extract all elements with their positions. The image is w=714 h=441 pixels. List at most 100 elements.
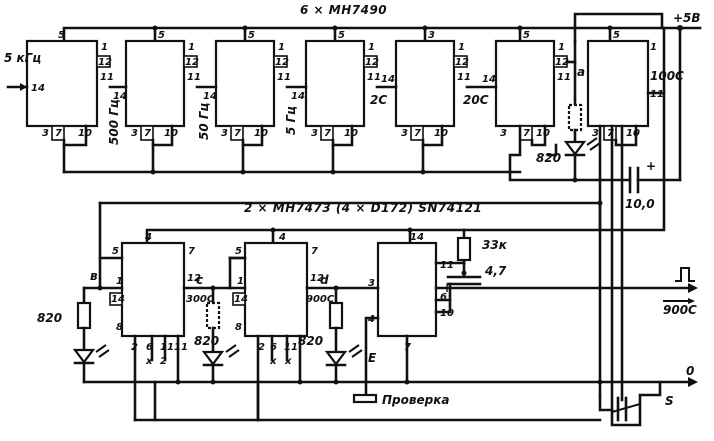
monostable-ic (376, 241, 438, 338)
svg-text:8: 8 (235, 322, 242, 333)
svg-text:3: 3 (401, 128, 408, 139)
svg-text:1: 1 (116, 276, 123, 287)
svg-text:11: 11 (457, 72, 471, 83)
svg-text:7: 7 (414, 128, 421, 139)
svg-text:11: 11 (284, 342, 298, 353)
counter-pins-bottom: 3 7 10 3 7 10 3 7 10 3 7 10 3 7 10 3 7 1… (42, 125, 640, 141)
svg-text:12: 12 (187, 273, 201, 284)
ground-label: 0 (686, 364, 694, 378)
counter-ic-7 (586, 39, 650, 128)
check-button[interactable] (352, 393, 378, 404)
svg-text:10: 10 (440, 308, 454, 319)
svg-text:7: 7 (311, 246, 318, 257)
counter-ic-4 (304, 39, 366, 128)
pin-label: 5 (338, 30, 345, 41)
svg-text:14: 14 (203, 91, 217, 102)
svg-text:12: 12 (310, 273, 324, 284)
output-arrow-icon (688, 283, 698, 293)
svg-text:12: 12 (365, 57, 379, 68)
input-arrow-icon (20, 83, 27, 91)
svg-text:12: 12 (98, 57, 112, 68)
svg-text:1: 1 (368, 42, 375, 53)
resistor-33k (456, 236, 472, 262)
svg-text:14: 14 (291, 91, 305, 102)
input-frequency-label: 5 кГц (4, 51, 41, 65)
counter-ground-links (62, 124, 638, 175)
svg-text:7: 7 (523, 128, 530, 139)
svg-text:1: 1 (278, 42, 285, 53)
freq-label-100s: 100С (650, 69, 684, 83)
svg-text:3: 3 (311, 128, 318, 139)
led-light-icon (348, 344, 363, 358)
svg-text:2: 2 (160, 356, 167, 367)
node-d-label: d (320, 273, 329, 287)
supply-rail-top (62, 26, 682, 43)
svg-text:4: 4 (278, 232, 286, 243)
supply-rail-bottom (145, 26, 666, 245)
svg-text:3: 3 (592, 128, 599, 139)
svg-text:11: 11 (557, 72, 571, 83)
ic1-pins: 4 5 7 1 12 14 8 2 6 x 11 2 11 (109, 232, 201, 367)
supply-label: +5В (673, 11, 701, 25)
check-label: Проверка (382, 393, 449, 407)
ic-bottom-pin-wires (133, 334, 603, 422)
node-b-label: в (90, 269, 98, 283)
switch-s[interactable] (598, 380, 662, 427)
svg-text:14: 14 (410, 232, 424, 243)
ic2-pins: 4 5 7 1 12 14 8 2 6 x 11 x (232, 232, 324, 367)
capacitor-label: 10,0 (625, 197, 655, 211)
led-a-icon (563, 140, 587, 156)
led-light-icon (586, 137, 601, 151)
pin-label: 5 (248, 30, 255, 41)
svg-text:1: 1 (188, 42, 195, 53)
title-bottom: 2 × МН7473 (4 × D172) SN74121 (244, 201, 482, 215)
counter-pins-right: 1 12 11 1 12 11 1 12 11 1 12 11 1 12 11 … (96, 42, 664, 100)
node-e-label: E (368, 351, 377, 365)
wire-check (364, 316, 380, 397)
svg-text:14: 14 (482, 74, 496, 85)
svg-text:6: 6 (440, 292, 447, 303)
svg-text:11: 11 (440, 260, 454, 271)
svg-text:1: 1 (650, 42, 657, 53)
node-a-label: a (577, 65, 585, 79)
svg-text:x: x (145, 356, 153, 367)
svg-text:8: 8 (116, 322, 123, 333)
svg-text:11: 11 (100, 72, 114, 83)
resistor-label-33k: 33к (482, 238, 508, 252)
wire (508, 124, 577, 182)
freq-label-5hz: 5 Гц (284, 106, 298, 135)
svg-text:10: 10 (536, 128, 550, 139)
title-counters: 6 × МН7490 (300, 3, 387, 17)
svg-text:11: 11 (650, 89, 664, 100)
pin-label: 5 (523, 30, 530, 41)
svg-text:14: 14 (234, 294, 248, 305)
svg-text:7: 7 (144, 128, 151, 139)
counter-ic-3 (214, 39, 276, 128)
node-c-label: c (196, 273, 203, 287)
led-light-icon (95, 344, 110, 358)
svg-text:12: 12 (455, 57, 469, 68)
svg-text:11: 11 (187, 72, 201, 83)
svg-text:4: 4 (144, 232, 152, 243)
svg-text:12: 12 (555, 57, 569, 68)
output-900s-label: 900С (306, 294, 335, 305)
svg-text:3: 3 (368, 278, 375, 289)
svg-text:x: x (269, 356, 277, 367)
flipflop-ic-2 (243, 241, 309, 338)
resistor-label-b: 820 (37, 311, 62, 325)
svg-text:1: 1 (558, 42, 565, 53)
wire (546, 143, 558, 157)
resistor-b (76, 301, 92, 330)
svg-text:14: 14 (111, 294, 125, 305)
svg-text:10: 10 (626, 128, 640, 139)
led-light-icon (225, 344, 240, 358)
resistor-label-a: 820 (536, 151, 561, 165)
pin-label: 5 (613, 30, 620, 41)
output-300s-label: 300С (186, 294, 215, 305)
svg-text:5: 5 (112, 246, 119, 257)
supply-node (677, 25, 683, 31)
resistor-d (328, 301, 344, 330)
counter-ic-1 (25, 39, 99, 128)
led-c-icon (201, 350, 225, 366)
svg-text:14: 14 (381, 74, 395, 85)
